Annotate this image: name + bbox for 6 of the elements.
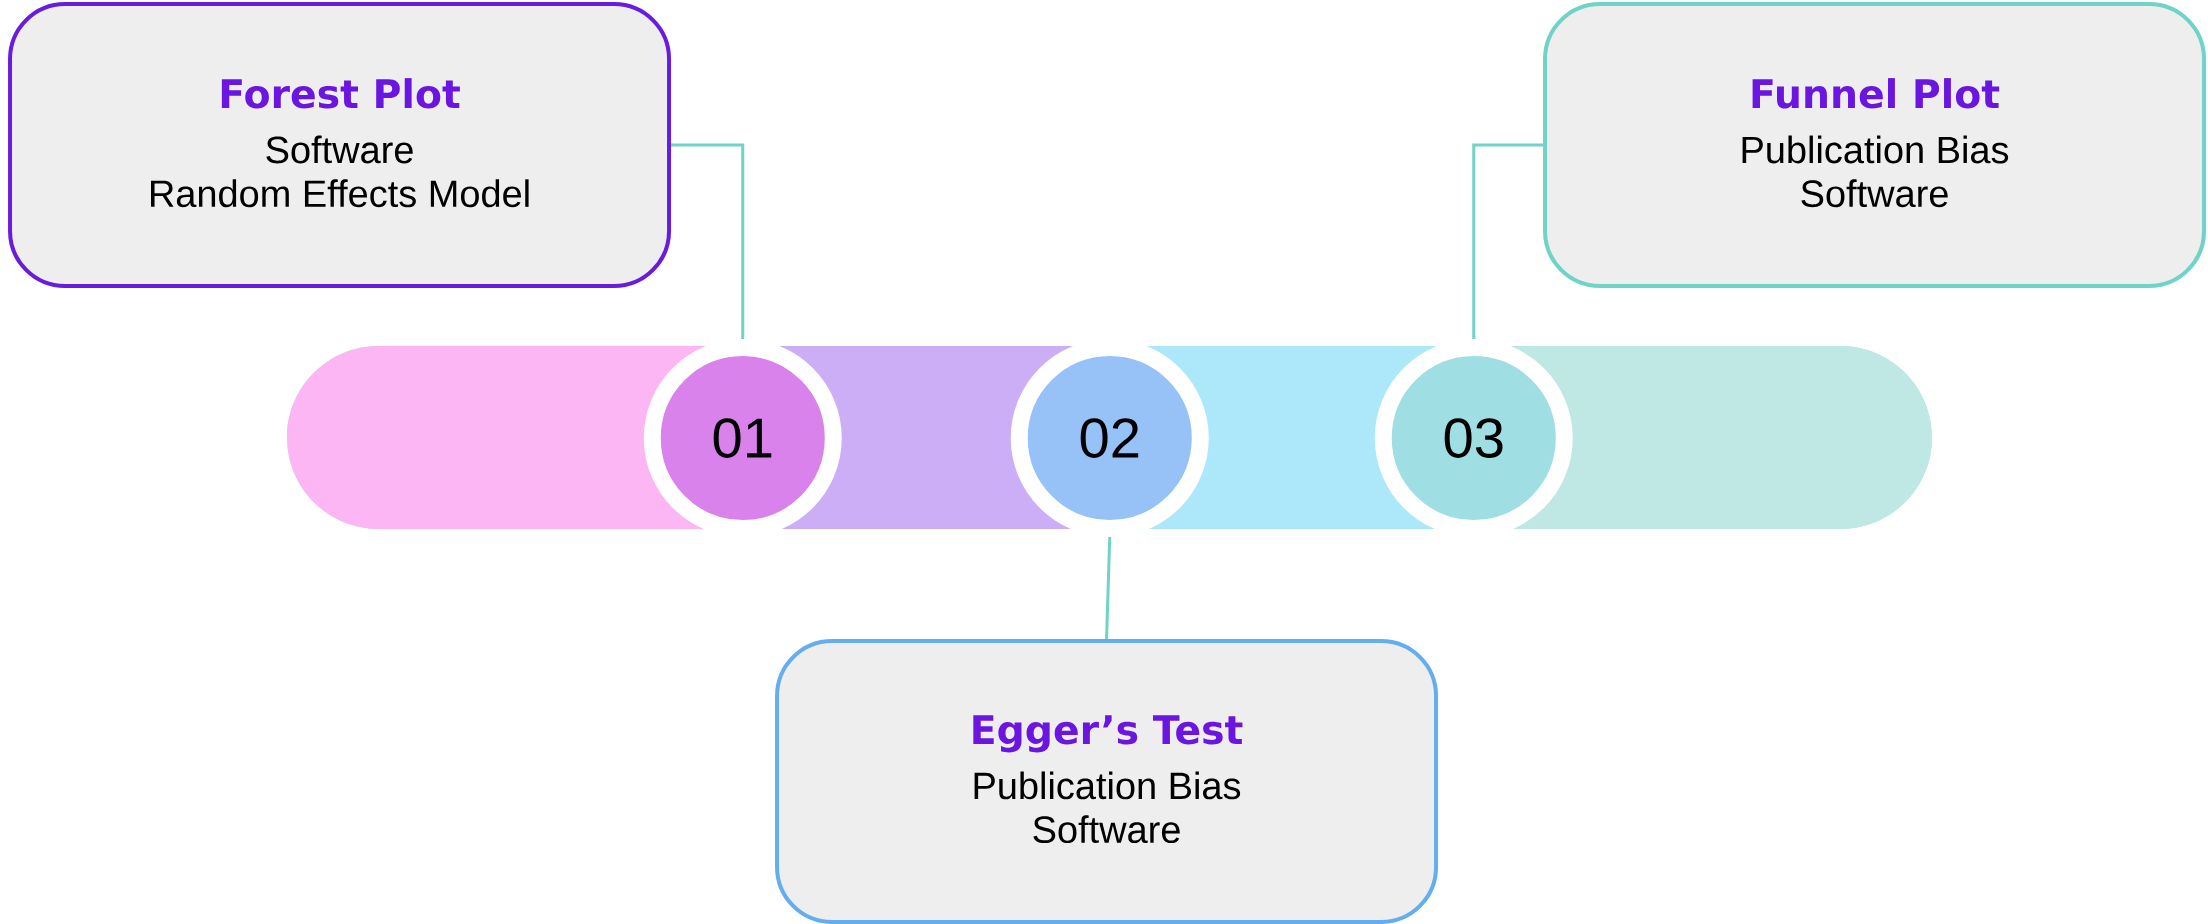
connector-line <box>1105 537 1112 640</box>
text-box: Egger’s Test Publication Bias Software <box>775 639 1439 924</box>
connector-line <box>1472 143 1544 340</box>
text-box: Funnel Plot Publication Bias Software <box>1543 2 2207 288</box>
text-box: Forest Plot Software Random Effects Model <box>8 2 672 288</box>
connector-line <box>671 143 745 340</box>
